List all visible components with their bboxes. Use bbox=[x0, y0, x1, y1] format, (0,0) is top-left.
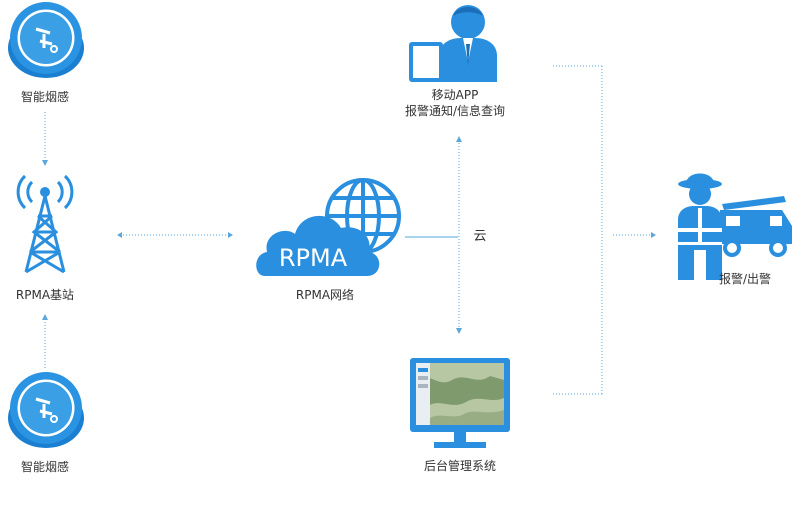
antenna-tower-icon bbox=[16, 174, 74, 274]
smoke-detector-icon bbox=[8, 2, 84, 78]
base-station bbox=[10, 160, 80, 280]
cloud-label: 云 bbox=[473, 229, 487, 244]
alarm-dispatch-label: 报警/出警 bbox=[718, 272, 772, 286]
arrow-down-icon bbox=[42, 160, 48, 166]
arrow-right-icon bbox=[651, 232, 656, 238]
arrow-up-icon bbox=[456, 136, 462, 142]
person-tablet-icon bbox=[409, 5, 497, 82]
cloud-globe-icon: RPMA bbox=[256, 178, 401, 276]
smoke-detector-icon bbox=[8, 372, 84, 448]
backend-system-label: 后台管理系统 bbox=[423, 459, 496, 473]
smoke-detector-bottom bbox=[6, 372, 86, 452]
arrow-up-icon bbox=[42, 314, 48, 320]
rpma-logo-text: RPMA bbox=[279, 244, 348, 272]
arrow-left-icon bbox=[117, 232, 122, 238]
arrow-right-icon bbox=[228, 232, 233, 238]
smoke-detector-bottom-label: 智能烟感 bbox=[20, 460, 69, 474]
base-station-label: RPMA基站 bbox=[15, 288, 75, 302]
monitor-map-icon bbox=[410, 358, 510, 448]
alarm-dispatch bbox=[670, 170, 795, 282]
backend-system bbox=[410, 358, 510, 450]
mobile-app-subtitle: 报警通知/信息查询 bbox=[404, 104, 506, 118]
rpma-network: RPMA bbox=[255, 172, 405, 282]
rpma-network-label: RPMA网络 bbox=[295, 288, 355, 302]
mobile-app bbox=[405, 2, 505, 84]
smoke-detector-top-label: 智能烟感 bbox=[20, 90, 69, 104]
smoke-detector-top bbox=[6, 2, 86, 82]
mobile-app-title: 移动APP bbox=[431, 88, 479, 102]
arrow-down-icon bbox=[456, 328, 462, 334]
firefighter-truck-icon bbox=[678, 173, 792, 280]
